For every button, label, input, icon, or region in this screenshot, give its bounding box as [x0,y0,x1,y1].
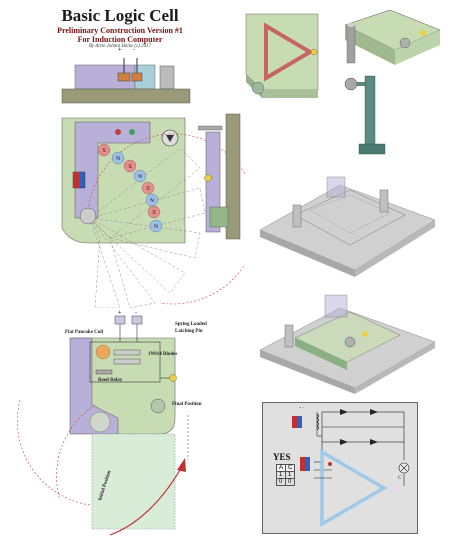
subtitle-purpose: For Induction Computer [77,35,163,44]
author-credit: By Artie Johnni Heinz (c) 2017 [88,44,152,49]
swing-coil-red [73,172,79,188]
label-diodes: 1N914 Diodes [148,352,178,357]
schematic-output-label: C [398,476,402,481]
magnet-label: S [152,210,156,216]
rail-slider-block [209,206,229,228]
magnet-s [97,143,111,157]
cell-block-3d [344,9,441,65]
side-view-diagram [61,58,191,104]
swing-rotation-frames [89,147,206,308]
schematic-inputs-label: + - [299,405,304,410]
triangle-tile-3d [245,13,319,98]
magnet-label: S [128,164,132,170]
layout-diagram [17,315,189,536]
magnet-s [123,159,137,173]
side-view-minus-label: - [133,47,135,53]
label-reed-relay: Reed Relay [98,378,123,383]
truth-table-row: 0 0 [275,478,296,486]
magnet-label: S [146,186,150,192]
schematic-gate-name: YES [273,452,291,462]
blue-triangle-gate-icon [320,448,388,528]
magnet-s [147,205,161,219]
truth-table: A C 1 1 0 0 [275,464,296,486]
layout-final-position-outline [91,433,176,530]
magnet-label: S [102,148,106,154]
side-view-pin [159,65,175,90]
rail-base-plate [225,113,241,240]
label-spring-latch-2: Latching Pin [175,329,203,334]
truth-table-cell: 1 [275,471,287,479]
magnet-label: N [154,224,158,230]
label-spring-latch-1: Spring Loaded [175,322,207,327]
magnet-n [111,151,125,165]
label-flat-pancake-coil: Flat Pancake Coil [65,330,104,335]
magnet-n [133,169,147,183]
magnet-label: N [116,156,120,162]
platform-3d-cell [259,294,436,394]
layout-plus-label: + [118,310,122,316]
side-view-terminal-plus [117,72,131,82]
magnet-s [141,181,155,195]
side-view-plus-label: + [118,47,122,53]
layout-arc-red [56,404,96,501]
label-final-position: Final Position [172,402,202,407]
side-view-terminal-minus [131,72,143,82]
magnet-label: N [138,174,142,180]
truth-table-header-a: A [275,464,287,472]
schematic-diodes [340,409,378,445]
swing-hinge-icon [79,207,97,225]
truth-table-row: 1 1 [275,471,296,479]
stand-3d [344,75,386,155]
magnet-n [149,219,163,233]
truth-table-cell: 1 [284,471,296,479]
magnet-n [145,193,159,207]
red-triangle-gate-icon [264,22,314,82]
magnet-label: N [150,198,154,204]
page-title: Basic Logic Cell [61,6,179,25]
side-view-base-plate [61,88,191,104]
side-rail-view [198,113,241,240]
platform-3d-open [259,176,436,277]
subtitle-version: Preliminary Construction Version #1 [57,26,183,35]
truth-table-cell: 0 [275,478,287,486]
truth-table-header-row: A C [275,464,296,472]
layout-motion-arrow [109,469,181,536]
layout-pancake-coil [95,344,111,360]
layout-minus-label: - [135,310,137,316]
swing-purple-frame [74,121,151,219]
truth-table-cell: 0 [284,478,296,486]
truth-table-header-c: C [284,464,296,472]
layout-purple-frame [69,337,119,435]
